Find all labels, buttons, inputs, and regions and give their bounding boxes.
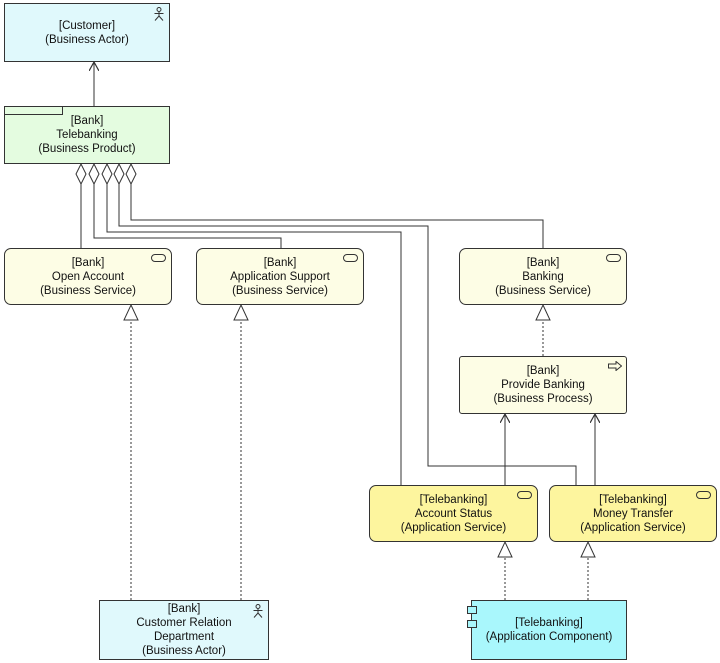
diamond-app-support [88,162,100,186]
node-label: [Telebanking] [419,493,488,506]
diamond-open-account [75,162,87,186]
node-type: (Business Process) [493,393,593,405]
node-name: Banking [522,270,564,283]
aggregation-banking [130,184,544,248]
node-type: (Business Service) [232,284,328,297]
node-name: Provide Banking [501,379,585,391]
node-name: Account Status [414,507,493,520]
banking-business-service[interactable]: [Bank] Banking (Business Service) [459,248,627,305]
node-label: [Bank] [70,115,104,127]
provide-banking-business-process[interactable]: [Bank] Provide Banking (Business Process… [459,356,627,414]
realization-arrowhead-open-account [123,303,139,321]
application-support-business-service[interactable]: [Bank] Application Support (Business Ser… [196,248,364,305]
product-tab-icon [5,107,63,115]
node-type: (Business Actor) [45,33,129,46]
node-label: [Bank] [526,256,560,269]
node-name: Money Transfer [593,507,673,520]
node-name-cont: Department [153,631,215,643]
node-type: (Application Service) [400,521,507,534]
realization-arrowhead-banking [535,303,551,321]
node-name: Telebanking [56,129,118,141]
diamond-account-status [101,162,113,186]
open-account-business-service[interactable]: [Bank] Open Account (Business Service) [4,248,172,305]
node-type: (Application Component) [485,631,613,643]
node-type: (Business Service) [495,284,591,297]
service-icon [696,491,711,499]
node-name: Open Account [51,270,125,283]
node-label: [Customer] [58,19,116,32]
node-label: [Bank] [71,256,105,269]
service-icon [343,254,358,262]
aggregation-app-support [93,184,282,248]
service-icon [151,254,166,262]
node-name: Customer Relation [136,617,232,629]
node-name: Application Support [230,270,330,283]
diamond-banking [125,162,137,186]
node-type: (Business Actor) [142,645,226,657]
node-type: (Business Service) [40,284,136,297]
node-label: [Bank] [263,256,297,269]
aggregation-diamonds [75,162,137,186]
process-icon [608,361,622,371]
diamond-money-transfer [113,162,125,186]
customer-relation-department-business-actor[interactable]: [Bank] Customer Relation Department (Bus… [99,600,269,660]
aggregation-account-status [106,184,402,485]
service-icon [606,254,621,262]
realization-arrowhead-account-status [497,540,513,558]
actor-icon [154,7,164,21]
account-status-application-service[interactable]: [Telebanking] Account Status (Applicatio… [369,485,538,542]
aggregation-money-transfer [118,184,577,485]
customer-business-actor[interactable]: [Customer] (Business Actor) [4,3,170,62]
node-label: [Bank] [167,603,201,615]
money-transfer-application-service[interactable]: [Telebanking] Money Transfer (Applicatio… [549,485,717,542]
component-icon [467,606,477,628]
realization-arrowhead-money-transfer [580,540,596,558]
node-type: (Application Service) [580,521,686,534]
node-type: (Business Product) [38,143,136,155]
node-label: [Bank] [526,365,560,377]
telebanking-business-product[interactable]: [Bank] Telebanking (Business Product) [4,106,170,164]
node-label: [Telebanking] [515,617,583,629]
service-icon [517,491,532,499]
telebanking-application-component[interactable]: [Telebanking] (Application Component) [467,600,627,660]
actor-icon [253,604,263,618]
realization-arrowhead-app-support [233,303,249,321]
node-label: [Telebanking] [599,493,667,506]
